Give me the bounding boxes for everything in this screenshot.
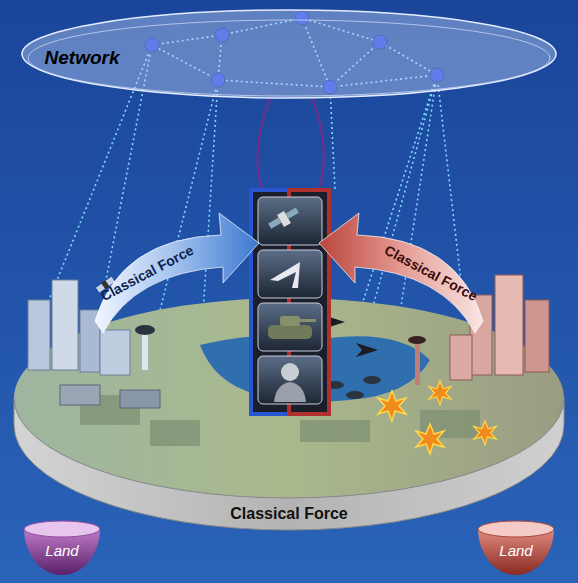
- force-arrow: Classical Force: [95, 213, 261, 335]
- arrow-shape: [95, 213, 259, 333]
- disc-rim: [14, 398, 564, 530]
- bowl-rim: [478, 521, 554, 537]
- air-tile: [258, 250, 322, 298]
- bowl-label: Land: [45, 542, 78, 559]
- land-bowl: Land: [476, 520, 556, 578]
- network-ring: [28, 20, 550, 96]
- disc-label: Classical Force: [230, 505, 347, 523]
- network-ellipse: Network: [20, 8, 558, 100]
- capability-column: [251, 190, 329, 414]
- land-bowl: Land: [22, 520, 102, 578]
- node-outline: [95, 213, 261, 335]
- ground-disc: Classical Force: [10, 290, 568, 535]
- bowl-label: Land: [499, 542, 532, 559]
- arrow-shape: [319, 213, 483, 333]
- bowl-rim: [24, 521, 100, 537]
- explosions: [378, 381, 496, 454]
- node-outline: [10, 290, 568, 535]
- network-label: Network: [45, 47, 120, 69]
- node-outline: [317, 213, 483, 335]
- network-ring: [22, 10, 556, 98]
- personnel-tile: [258, 356, 322, 404]
- force-arrow: Classical Force: [317, 213, 483, 335]
- tether-lines: [258, 98, 324, 192]
- space-tile: [258, 197, 322, 245]
- land-tile: [258, 303, 322, 351]
- left-city: [28, 280, 160, 408]
